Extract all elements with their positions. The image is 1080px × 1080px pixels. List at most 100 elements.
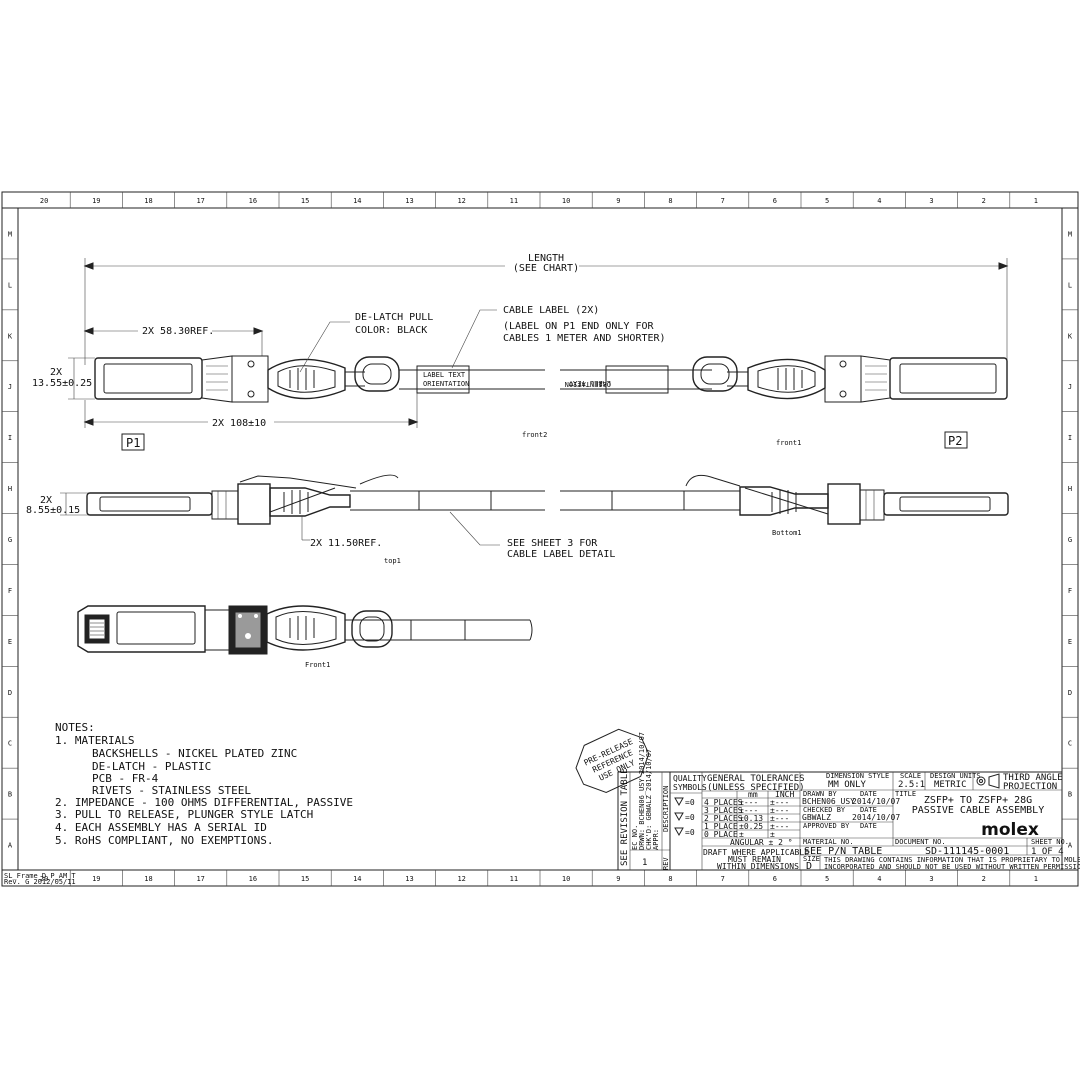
tol-4-mm: ±--- <box>739 798 758 807</box>
cable-label-line2: (LABEL ON P1 END ONLY FOR <box>503 321 654 332</box>
view-front1b-label: Front1 <box>305 661 330 669</box>
zone-col-bottom-11: 11 <box>510 875 518 883</box>
zone-col-bottom-16: 16 <box>249 875 257 883</box>
tol-1-mm: ±0.25 <box>739 822 763 831</box>
doc-label: DOCUMENT NO. <box>895 838 946 846</box>
zone-col-top-13: 13 <box>405 197 413 205</box>
cable-label-callout: CABLE LABEL (2X) (LABEL ON P1 END ONLY F… <box>451 305 666 369</box>
checked-date-label: DATE <box>860 806 877 814</box>
zone-row-right-I: I <box>1068 434 1072 442</box>
label-text-orientation-p1b: ORIENTATION <box>423 380 469 388</box>
tol-2-inch: ±--- <box>770 814 789 823</box>
zone-col-bottom-5: 5 <box>825 875 829 883</box>
revision-table-label: SEE REVISION TABLE <box>620 768 630 866</box>
zone-col-top-18: 18 <box>144 197 152 205</box>
rev-value: 1 <box>642 858 647 868</box>
note-1b: DE-LATCH - PLASTIC <box>92 760 211 773</box>
sheet-value: 1 OF 4 <box>1031 847 1064 857</box>
zone-col-top-9: 9 <box>616 197 620 205</box>
sheet3-line2: CABLE LABEL DETAIL <box>507 549 615 560</box>
projection-line1: THIRD ANGLE <box>1003 773 1063 783</box>
zone-col-top-2: 2 <box>982 197 986 205</box>
tol-4-inch: ±--- <box>770 798 789 807</box>
dim-style-value: MM ONLY <box>828 780 867 790</box>
zone-row-left-M: M <box>8 230 12 238</box>
label-text-orientation-p2a: LABEL TEXT <box>568 379 611 387</box>
ref-58-label: 2X 58.30REF. <box>142 326 214 337</box>
height-13-count: 2X <box>50 367 62 378</box>
tol-3-mm: ±--- <box>739 806 758 815</box>
zone-row-left-F: F <box>8 587 12 595</box>
zone-col-top-4: 4 <box>877 197 881 205</box>
p2-connector-top: LABEL TEXT ORIENTATION <box>560 355 1008 403</box>
ref-11-label: 2X 11.50REF. <box>310 538 382 549</box>
label-text-orientation-p1a: LABEL TEXT <box>423 371 466 379</box>
zone-col-bottom-15: 15 <box>301 875 309 883</box>
checked-by-label: CHECKED BY <box>803 806 846 814</box>
zone-col-bottom-17: 17 <box>196 875 204 883</box>
view-front1-label: front1 <box>776 439 801 447</box>
quality-label-1: QUALITY <box>673 774 707 783</box>
p1-label: P1 <box>126 436 140 450</box>
draft-line2: MUST REMAIN <box>728 855 781 864</box>
sheet-label: SHEET NO. <box>1031 838 1069 846</box>
label-text-orientation-p2b: ORIENTATION <box>565 380 611 388</box>
zone-row-right-L: L <box>1068 281 1072 289</box>
height-13-value: 13.55±0.25 <box>32 378 92 389</box>
units-value: METRIC <box>934 780 967 790</box>
projection-line2: PROJECTION <box>1003 782 1057 792</box>
sheet3-callout: SEE SHEET 3 FOR CABLE LABEL DETAIL <box>449 511 615 560</box>
tol-3-label: 3 PLACES <box>704 806 743 815</box>
zone-row-left-H: H <box>8 485 12 493</box>
zone-col-bottom-14: 14 <box>353 875 361 883</box>
gen-tol-2: (UNLESS SPECIFIED) <box>707 783 805 793</box>
tol-1-inch: ±--- <box>770 822 789 831</box>
units-label: DESIGN UNITS <box>930 772 981 780</box>
zone-col-bottom-10: 10 <box>562 875 570 883</box>
length-label: LENGTH <box>528 253 564 264</box>
notes-header: NOTES: <box>55 721 95 734</box>
tol-col-inch: INCH <box>775 790 794 799</box>
title-line2: PASSIVE CABLE ASSEMBLY <box>912 805 1044 816</box>
zone-col-bottom-3: 3 <box>929 875 933 883</box>
zone-col-top-3: 3 <box>929 197 933 205</box>
height-8-value: 8.55±0.15 <box>26 505 80 516</box>
tol-0-inch: ± <box>770 830 775 839</box>
zone-col-top-17: 17 <box>196 197 204 205</box>
zone-row-right-M: M <box>1068 230 1072 238</box>
scale-label: SCALE <box>900 772 921 780</box>
note-1: 1. MATERIALS <box>55 734 134 747</box>
zone-col-top-6: 6 <box>773 197 777 205</box>
height-8-dimension: 2X 8.55±0.15 <box>26 492 90 516</box>
tol-0-label: 0 PLACE <box>704 830 738 839</box>
notes-block: NOTES: 1. MATERIALS BACKSHELLS - NICKEL … <box>55 721 353 847</box>
checked-date-value: 2014/10/07 <box>852 813 900 822</box>
zone-col-bottom-2: 2 <box>982 875 986 883</box>
draft-line1: DRAFT WHERE APPLICABLE <box>703 848 809 857</box>
molex-logo: molex <box>981 820 1039 840</box>
zone-col-bottom-7: 7 <box>721 875 725 883</box>
note-1c: PCB - FR-4 <box>92 772 159 785</box>
drawn-date-label: DATE <box>860 790 877 798</box>
delatch-line1: DE-LATCH PULL <box>355 312 433 323</box>
zone-row-left-E: E <box>8 638 12 646</box>
zone-col-bottom-19: 19 <box>92 875 100 883</box>
note-5: 5. RoHS COMPLIANT, NO EXEMPTIONS. <box>55 834 274 847</box>
tol-4-label: 4 PLACES <box>704 798 743 807</box>
zone-col-bottom-12: 12 <box>457 875 465 883</box>
tol-2-mm: ±0.13 <box>739 814 763 823</box>
quality-label-2: SYMBOLS <box>673 783 707 792</box>
tol-0-mm: ± <box>739 830 744 839</box>
zone-row-left-K: K <box>8 332 13 340</box>
note-3: 3. PULL TO RELEASE, PLUNGER STYLE LATCH <box>55 808 313 821</box>
template-id-line1: SL_Frame_D_P_AM_T <box>4 872 76 880</box>
rev-column-label: REV <box>662 857 670 870</box>
zone-row-right-K: K <box>1068 332 1073 340</box>
template-id-line2: Rev. G 2012/05/11 <box>4 878 76 886</box>
tol-col-mm: mm <box>748 790 758 799</box>
tol-angular: ANGULAR ± 2 ° <box>730 838 793 847</box>
zone-row-left-D: D <box>8 689 12 697</box>
zone-row-left-L: L <box>8 281 12 289</box>
